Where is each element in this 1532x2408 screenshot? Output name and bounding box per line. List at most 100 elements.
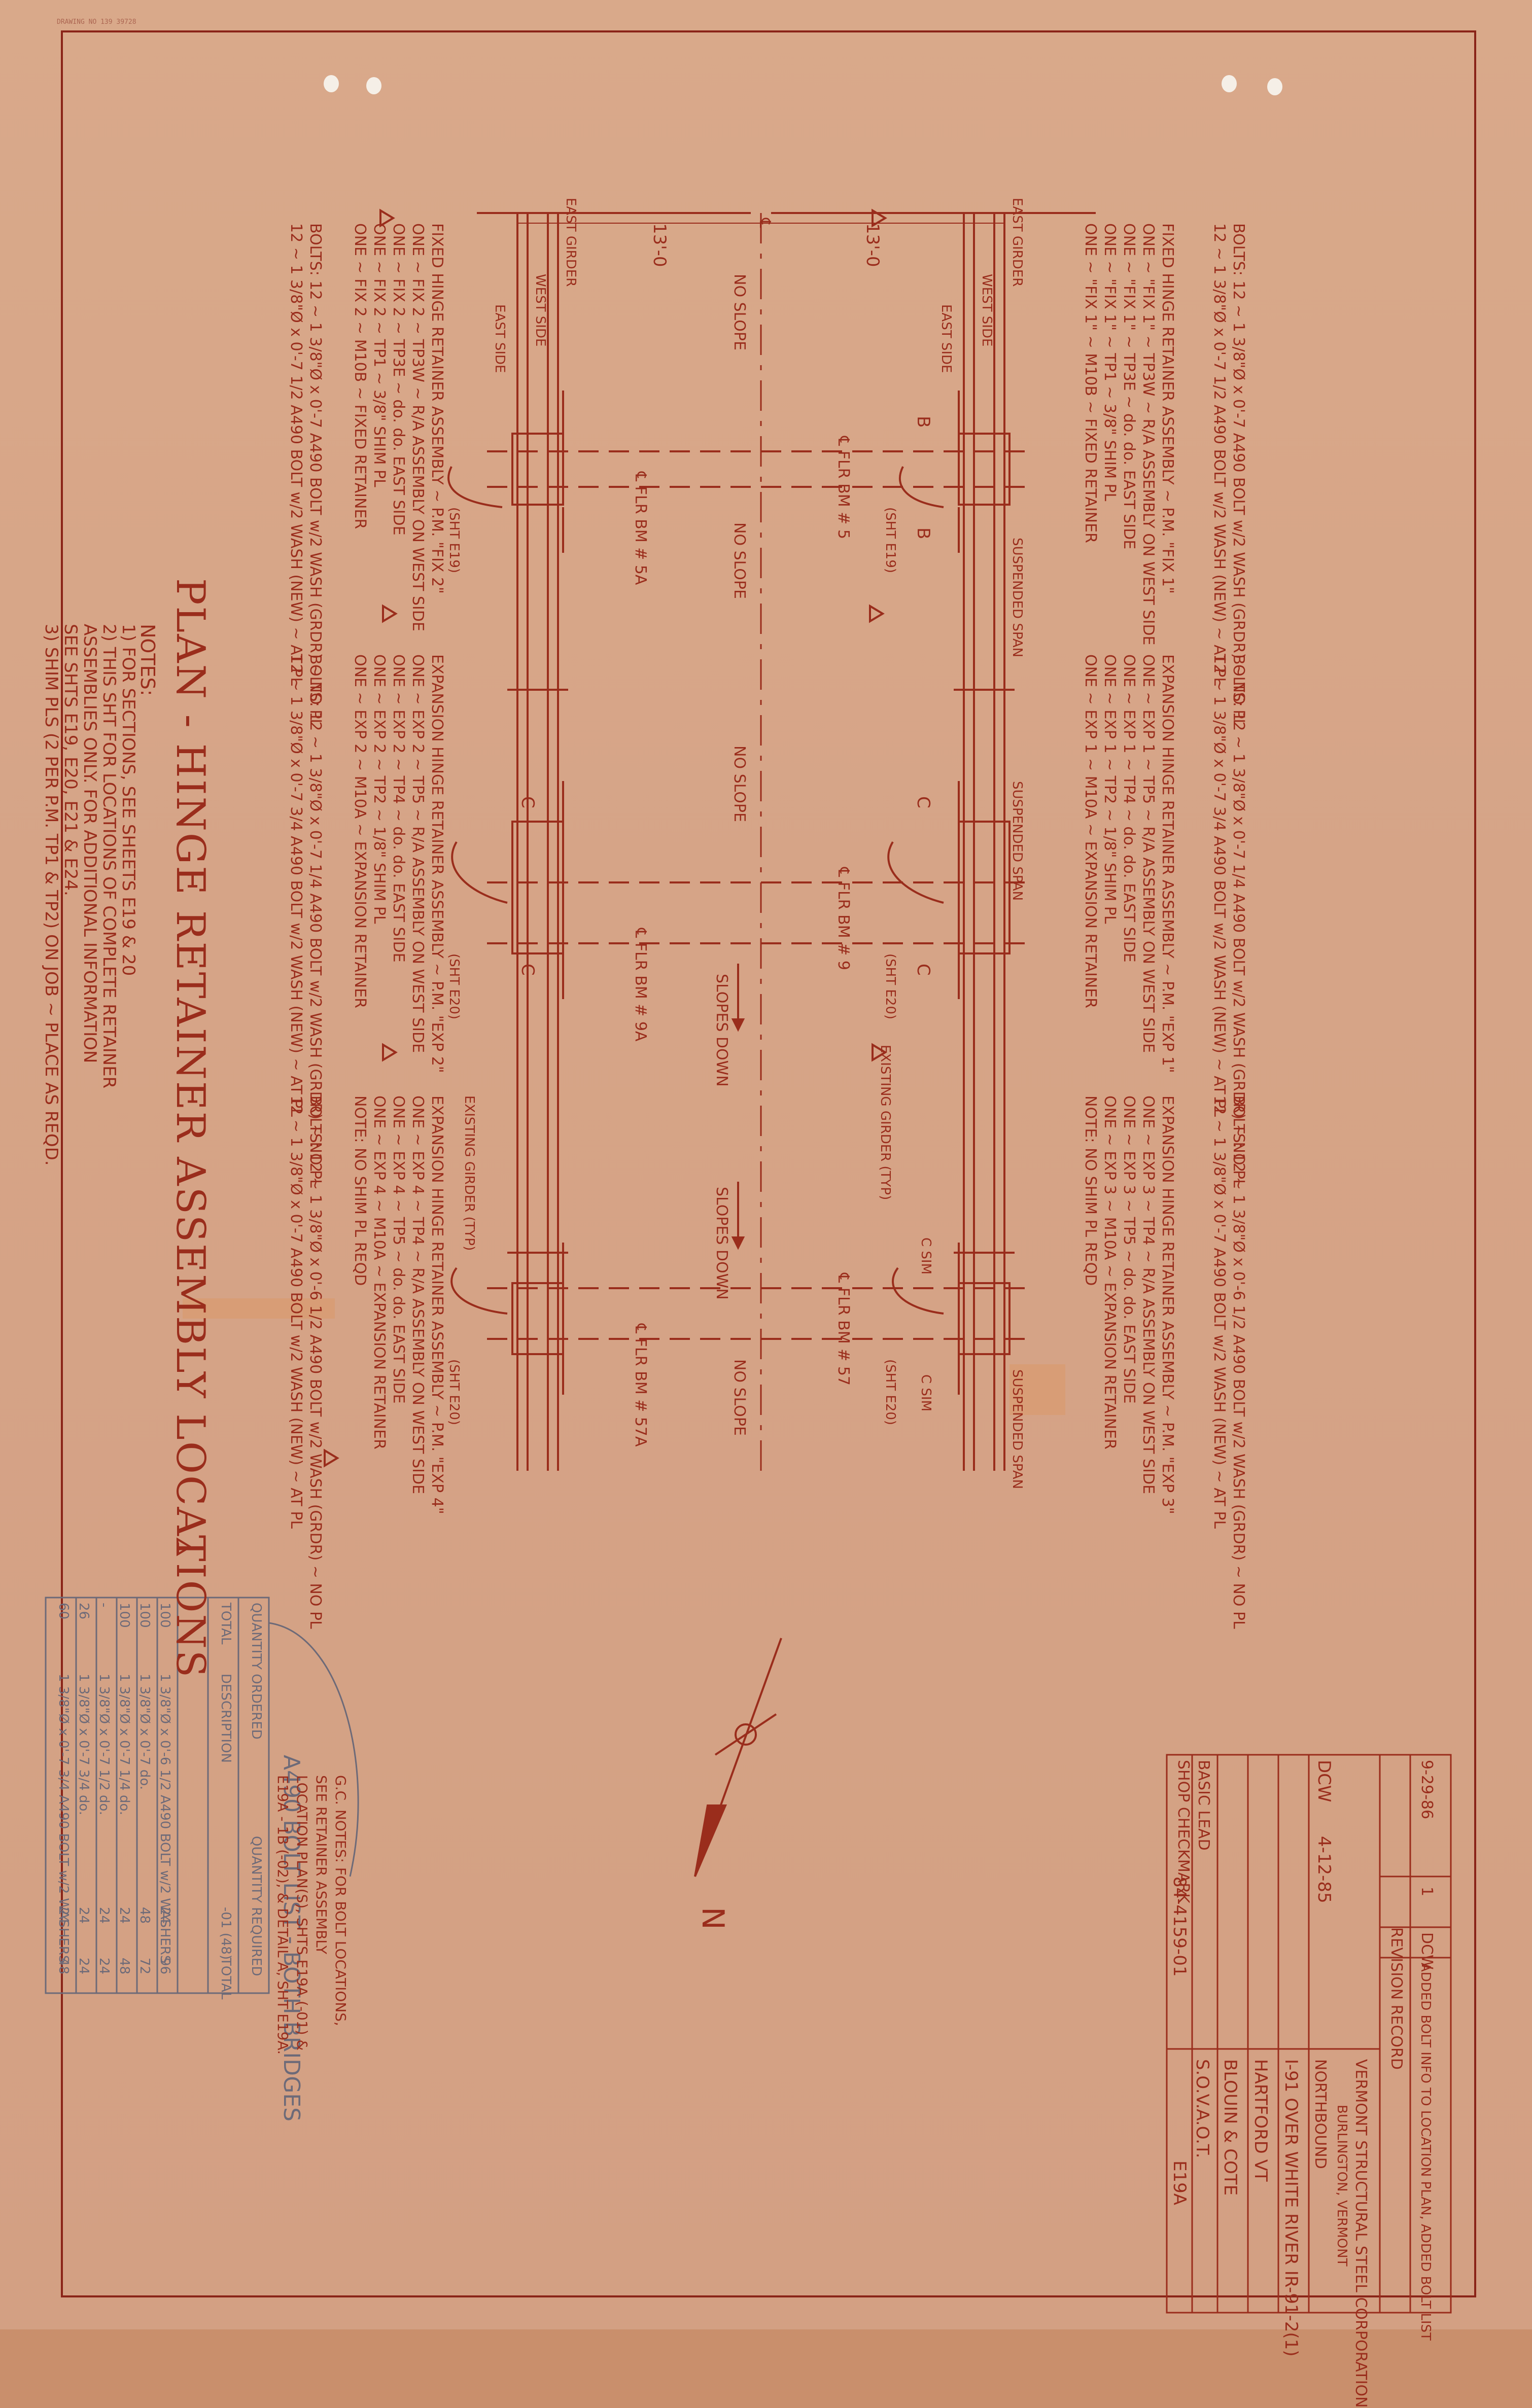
rotated-drawing: EAST GIRDER EAST GIRDER ℄ WEST SIDE EAST… [41,198,1452,2408]
assembly-line: ONE ~ EXP 3 ~ TP4 ~ R/A ASSEMBLY ON WEST… [1139,1095,1157,1495]
bolt-row: 24 [96,1958,112,1975]
suspended-span-label: SUSPENDED SPAN [1009,781,1025,901]
bolt-row: 72 [137,1958,152,1975]
assembly-exp1: EXPANSION HINGE RETAINER ASSEMBLY ~ P.M.… [1081,654,1177,1073]
assembly-exp2: EXPANSION HINGE RETAINER ASSEMBLY ~ P.M.… [350,654,446,1073]
subject-line: BASIC LEAD [1195,1760,1212,1851]
binder-hole [1222,75,1237,92]
note-item: 1) FOR SECTIONS, SEE SHEETS E19 & 20 [118,624,138,976]
gc-note: E19A - 1B (-02), & DETAIL A, SHT E19A. [274,1775,291,2055]
east-girder-label: EAST GIRDER [1009,198,1025,287]
bolt-row: 48 [56,1958,71,1975]
bolt-list-header: TOTAL [218,1603,233,1645]
note-item: ASSEMBLIES ONLY. FOR ADDITIONAL INFORMAT… [80,624,100,1064]
bolt-line: 12 ~ 1 3/8"Ø x 0'-7 A490 BOLT w/2 WASH (… [287,1095,305,1529]
slope-label: NO SLOPE [730,274,748,350]
bolt-row: - [96,1603,112,1608]
west-side-label: WEST SIDE [533,274,548,347]
bolt-row: 1 3/8"Ø x 0'-7 1/4 do. [117,1674,132,1816]
suspended-span-label: SUSPENDED SPAN [1009,538,1025,658]
assembly-title: EXPANSION HINGE RETAINER ASSEMBLY ~ P.M.… [1159,1095,1176,1514]
gc-notes: G.C. NOTES: FOR BOLT LOCATIONS, SEE RETA… [273,1775,350,2055]
bolt-row: 100 [137,1603,152,1628]
centerline-symbol: ℄ [756,218,774,228]
bolt-line: 12 ~ 1 3/8"Ø x 0'-7 A490 BOLT w/2 WASH (… [1210,1095,1228,1529]
bolt-row: 24 [76,1958,91,1975]
bolt-row: 1 3/8"Ø x 0'-7 1/2 do. [96,1674,112,1816]
floor-beam-label: ℄ FLR BM # 57A [632,1324,649,1447]
section-ref: (SHT E19) [446,507,462,573]
assembly-line: ONE ~ EXP 3 ~ TP5 ~ do. do. EAST SIDE [1120,1095,1138,1404]
slope-label: SLOPES DOWN [713,1187,730,1300]
section-mark: C [913,964,933,976]
section-ref: (SHT E20) [883,1359,898,1425]
notes-heading: NOTES: [136,624,159,696]
bolt-list-header: TOTAL [218,1958,233,2000]
assembly-line: ONE ~ EXP 2 ~ TP4 ~ do. do. EAST SIDE [390,654,407,963]
location-name: HARTFORD VT [1250,2059,1271,2182]
assembly-title: EXPANSION HINGE RETAINER ASSEMBLY ~ P.M.… [428,1095,446,1514]
east-girder-label: EAST GIRDER [563,198,578,287]
assembly-line: ONE ~ FIX 2 ~ TP1 ~ 3/8" SHIM PL [370,223,388,487]
customer-name: BLOUIN & COTE [1220,2059,1240,2196]
bolt-list-header: -01 (48) [218,1907,233,1960]
assembly-line: ONE ~ EXP 4 ~ TP5 ~ do. do. EAST SIDE [390,1095,407,1404]
assembly-line: ONE ~ FIX 2 ~ TP3E ~ do. do. EAST SIDE [390,223,407,536]
section-mark: C [517,964,538,976]
job-number: 84-4159-01 [1169,1876,1190,1977]
suspended-span-label: SUSPENDED SPAN [1009,1369,1025,1490]
bolt-row: 48 [137,1907,152,1924]
existing-girder-label: EXISTING GIRDER (TYP) [878,1045,893,1200]
section-ref: (SHT E20) [446,953,462,1019]
north-arrow-label: N [695,1907,730,1930]
assembly-title: EXPANSION HINGE RETAINER ASSEMBLY ~ P.M.… [428,654,446,1073]
floor-beam-label: ℄ FLR BM # 57 [834,1273,852,1386]
assembly-line: ONE ~ "FIX 1" ~ M10B ~ FIXED RETAINER [1082,223,1099,543]
bolt-row: 26 [76,1603,91,1620]
assembly-line: ONE ~ EXP 1 ~ TP5 ~ R/A ASSEMBLY ON WEST… [1139,654,1157,1053]
plan-title: PLAN - HINGE RETAINER ASSEMBLY LOCATIONS [167,578,213,1679]
sheet-border [61,30,1476,2297]
west-side-label: WEST SIDE [979,274,994,347]
assembly-title: EXPANSION HINGE RETAINER ASSEMBLY ~ P.M.… [1159,654,1176,1073]
note-item: SEE SHTS E19, E20, E21 & E24. [60,624,81,896]
floor-beam-label: ℄ FLR BM # 5 [834,436,852,539]
floor-beam-label: ℄ FLR BM # 5A [632,472,649,585]
section-mark: C SIM [918,1237,933,1275]
slope-label: SLOPES DOWN [713,974,730,1087]
section-mark: B [913,416,933,428]
bolt-line: BOLTS: 12 ~ 1 3/8"Ø x 0'-7 A490 BOLT w/2… [306,223,324,727]
assembly-line: ONE ~ FIX 2 ~ TP3W ~ R/A ASSEMBLY ON WES… [409,223,427,631]
general-notes: NOTES: 1) FOR SECTIONS, SEE SHEETS E19 &… [41,624,159,1166]
assembly-line: ONE ~ "FIX 1" ~ TP1 ~ 3/8" SHIM PL [1101,223,1119,502]
floor-beam-label: ℄ FLR BM # 9A [632,928,649,1042]
bolt-row: 60 [56,1603,71,1620]
revision-description: ADDED BOLT INFO TO LOCATION PLAN, ADDED … [1418,1963,1433,2341]
assembly-line: ONE ~ EXP 4 ~ TP4 ~ R/A ASSEMBLY ON WEST… [409,1095,427,1495]
gc-note: SEE RETAINER ASSEMBLY [313,1775,330,1955]
binder-hole [366,77,381,94]
bolt-line: BOLTS: 12 ~ 1 3/8"Ø x 0'-6 1/2 A490 BOLT… [1230,1095,1247,1629]
sheet-number: E19A [1169,2161,1190,2206]
bolts-fix1: BOLTS: 12 ~ 1 3/8"Ø x 0'-7 A490 BOLT w/2… [1209,223,1248,727]
assembly-line: ONE ~ EXP 1 ~ M10A ~ EXPANSION RETAINER [1082,654,1099,1008]
drawn-by: DCW [1314,1760,1334,1802]
tape-mark [1009,1364,1065,1415]
assembly-title: FIXED HINGE RETAINER ASSEMBLY ~ P.M. "FI… [1159,223,1176,594]
bolt-row: 1 3/8"Ø x 0'-7 do. [137,1674,152,1790]
bolt-row: 96 [157,1958,172,1975]
drawing-stamp: DRAWING NO 139 39728 [57,18,136,26]
bolts-exp3: BOLTS: 12 ~ 1 3/8"Ø x 0'-6 1/2 A490 BOLT… [1209,1095,1248,1629]
floor-beam-label: ℄ FLR BM # 9 [834,867,852,970]
company-city: BURLINGTON, VERMONT [1334,2105,1349,2267]
bolt-row: 24 [76,1907,91,1924]
architect-name: S.O.V.A.O.T. [1192,2059,1212,2158]
bolt-row: 100 [157,1603,172,1628]
revision-date: 9-29-86 [1418,1760,1436,1820]
gc-note: LOCATION PLAN(S), SHTS E19A (-01) & [294,1775,310,2051]
direction-label: NORTHBOUND [1311,2059,1329,2169]
assembly-line: ONE ~ EXP 4 ~ M10A ~ EXPANSION RETAINER [370,1095,388,1449]
project-name: I-91 OVER WHITE RIVER IR-91-2(1) [1281,2059,1301,2357]
bolt-line: BOLTS: 12 ~ 1 3/8"Ø x 0'-7 A490 BOLT w/2… [1230,223,1247,727]
